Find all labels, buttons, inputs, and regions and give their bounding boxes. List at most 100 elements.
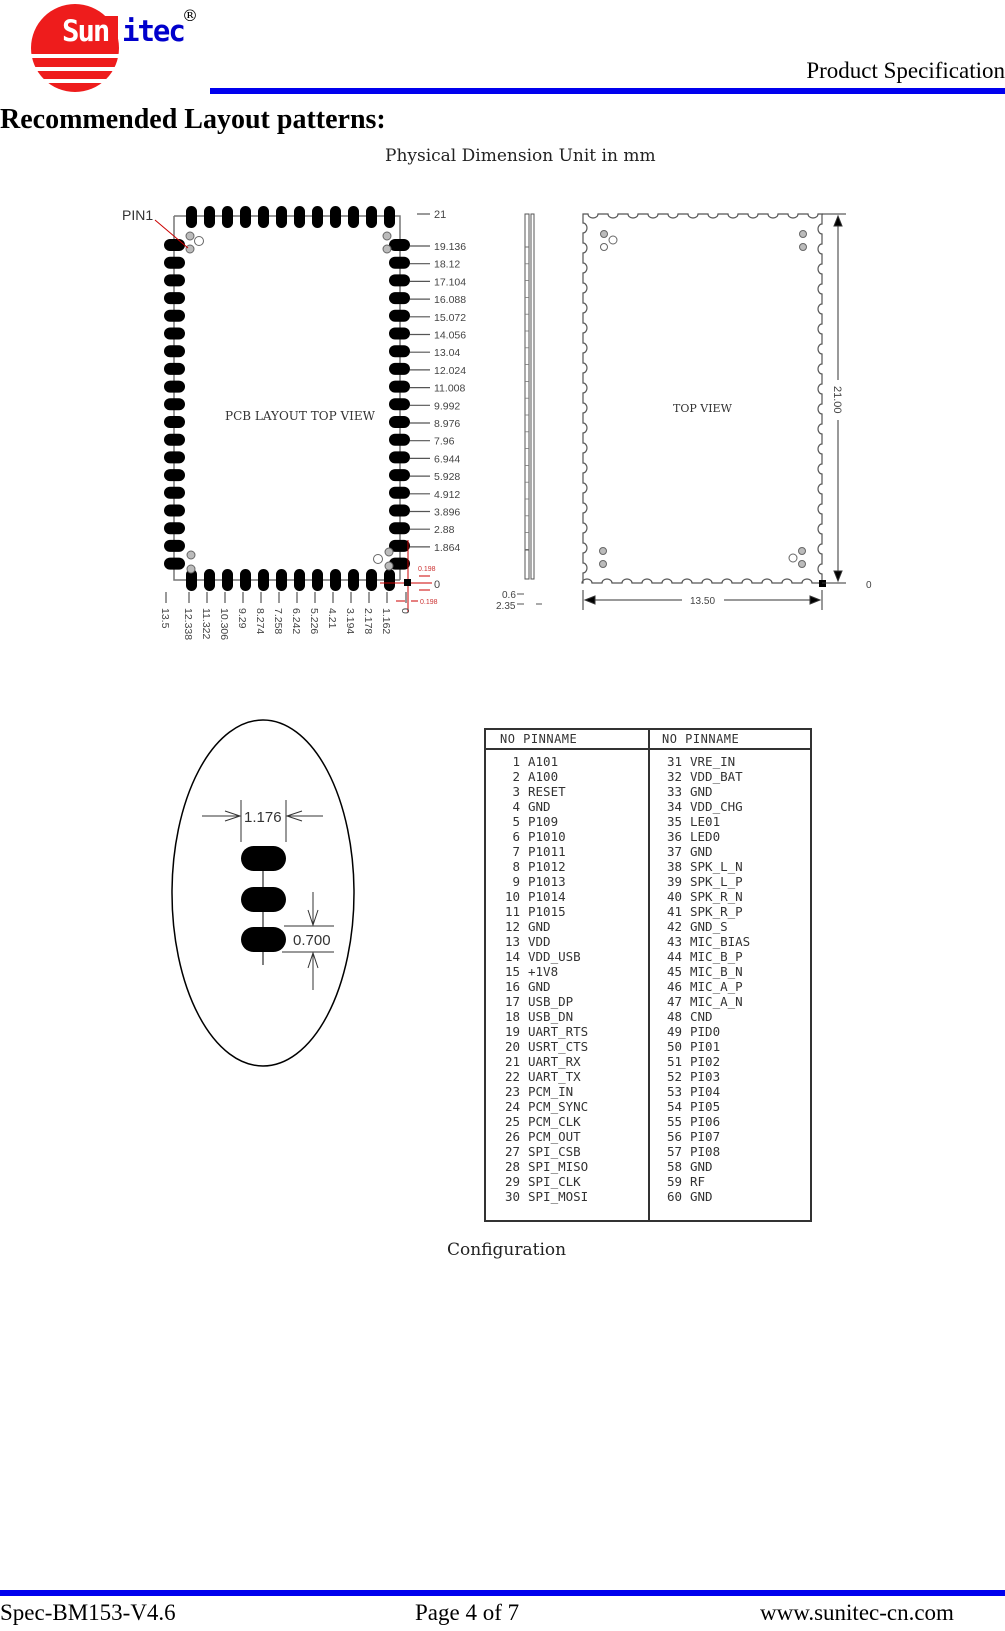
pin-number: 46 (666, 979, 682, 994)
pin-number: 49 (666, 1024, 682, 1039)
pin-name: MIC_A_P (690, 979, 743, 994)
figure-caption-configuration: Configuration (447, 1240, 567, 1260)
pin-name: VRE_IN (690, 754, 736, 769)
pin-name: GND (690, 1159, 713, 1174)
pad (164, 292, 185, 305)
pad (164, 451, 185, 464)
pad (186, 569, 197, 591)
pin-name: P109 (528, 814, 559, 829)
pin-name: GND_S (690, 919, 728, 934)
svg-text:2.35: 2.35 (496, 601, 516, 612)
pad (294, 206, 305, 228)
svg-text:0.198: 0.198 (420, 599, 438, 606)
svg-text:16.088: 16.088 (434, 294, 466, 306)
pad (164, 362, 185, 375)
pin-number: 3 (512, 784, 520, 799)
pad (348, 206, 359, 228)
svg-text:5.226: 5.226 (308, 608, 320, 634)
pin-name: GND (528, 799, 551, 814)
pin-name: UART_TX (528, 1069, 581, 1084)
pad (389, 274, 410, 287)
svg-text:14.056: 14.056 (434, 330, 466, 342)
svg-text:7.96: 7.96 (434, 436, 455, 448)
pin-name: A100 (528, 769, 559, 784)
pad (389, 469, 410, 482)
svg-text:17.104: 17.104 (434, 276, 466, 288)
pin-number: 45 (666, 964, 682, 979)
svg-text:3.896: 3.896 (434, 507, 460, 519)
pin-name: RF (690, 1174, 706, 1189)
pin-number: 1 (512, 754, 520, 769)
pin-number: 39 (666, 874, 682, 889)
pin-number: 13 (504, 934, 520, 949)
pad (312, 569, 323, 591)
pin-number: 33 (666, 784, 682, 799)
pin-name: PCM_IN (528, 1084, 574, 1099)
svg-text:13.04: 13.04 (434, 347, 460, 359)
pin-number: 56 (666, 1129, 682, 1144)
pin-number: 15 (504, 964, 520, 979)
pin-number: 47 (666, 994, 682, 1009)
pin-number: 54 (666, 1099, 682, 1114)
svg-text:19.136: 19.136 (434, 241, 466, 253)
pad (276, 569, 287, 591)
logo-text-sun: Sun (62, 14, 110, 48)
side-view (524, 213, 535, 580)
svg-text:13.50: 13.50 (690, 596, 715, 607)
pad (389, 256, 410, 269)
pin-number: 28 (504, 1159, 520, 1174)
pin-number: 41 (666, 904, 682, 919)
pin-name: P1015 (528, 904, 566, 919)
pad (384, 569, 395, 591)
figure-caption-dimensions: Physical Dimension Unit in mm (385, 146, 656, 166)
top-view-label: TOP VIEW (673, 402, 733, 415)
svg-text:12.024: 12.024 (434, 365, 466, 377)
header-divider (210, 88, 1005, 94)
svg-text:10.306: 10.306 (218, 608, 230, 640)
pin-name: PI07 (690, 1129, 721, 1144)
pin-name: P1014 (528, 889, 566, 904)
pin-number: 59 (666, 1174, 682, 1189)
pin-name: SPI_CSB (528, 1144, 581, 1159)
pin-number: 53 (666, 1084, 682, 1099)
pin-name: UART_RTS (528, 1024, 589, 1039)
module-top-view (581, 213, 823, 584)
svg-text:21.00: 21.00 (831, 386, 843, 414)
svg-text:0.6: 0.6 (502, 590, 516, 601)
pin-name: GND (690, 784, 713, 799)
pin-number: 57 (666, 1144, 682, 1159)
pad (164, 345, 185, 358)
pin-name: GND (690, 1189, 713, 1204)
pin-name: P1010 (528, 829, 566, 844)
pin-name: SPI_CLK (528, 1174, 581, 1189)
svg-text:4.21: 4.21 (326, 608, 338, 629)
pin-number: 14 (504, 949, 520, 964)
pin-name: A101 (528, 754, 559, 769)
pad (164, 274, 185, 287)
pcb-layout-label: PCB LAYOUT TOP VIEW (225, 409, 376, 423)
pad-detail-drawing: 1.176 0.700 (171, 719, 355, 1067)
pad (389, 345, 410, 358)
svg-text:7.258: 7.258 (272, 608, 284, 634)
pad (330, 206, 341, 228)
pin-number: 2 (512, 769, 520, 784)
svg-text:9.992: 9.992 (434, 400, 460, 412)
